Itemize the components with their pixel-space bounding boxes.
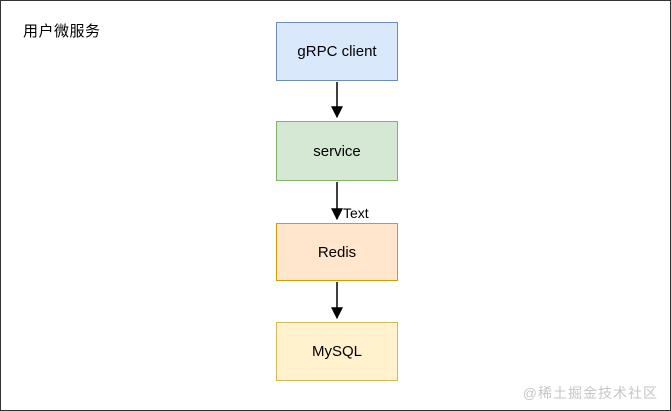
node-service: service bbox=[276, 121, 398, 181]
watermark: @稀土掘金技术社区 bbox=[522, 385, 658, 401]
node-label: service bbox=[313, 142, 361, 160]
edge-label-text: Text bbox=[343, 205, 369, 221]
node-mysql: MySQL bbox=[276, 322, 398, 381]
node-label: MySQL bbox=[311, 343, 362, 360]
node-label: Redis bbox=[317, 243, 357, 261]
node-redis: Redis bbox=[276, 223, 398, 281]
diagram-title: 用户微服务 bbox=[23, 23, 101, 40]
node-label: gRPC client bbox=[297, 43, 377, 60]
node-grpc-client: gRPC client bbox=[276, 22, 398, 81]
